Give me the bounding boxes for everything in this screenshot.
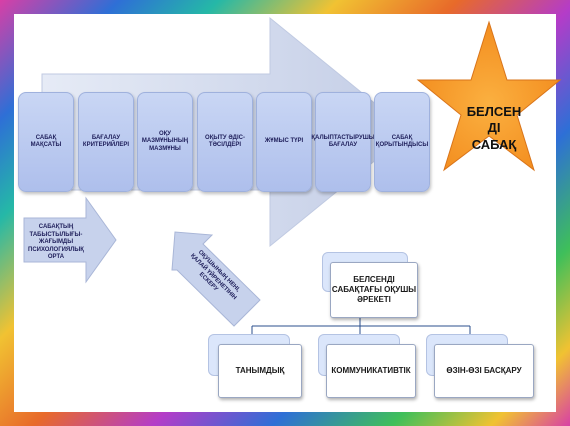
- step-teaching-methods: ОҚЫТУ ӘДІС-ТӘСІЛДЕРІ: [197, 92, 253, 192]
- star-line-2: ДІ: [487, 120, 501, 136]
- up-left-arrow-shape: [171, 231, 261, 327]
- step-learning-objective: САБАҚ МАҚСАТЫ: [18, 92, 74, 192]
- star-shape: [416, 20, 562, 172]
- star-line-1: БЕЛСЕН: [466, 104, 522, 119]
- child-node-cognitive: ТАНЫМДЫҚ: [218, 344, 302, 398]
- step-work-type: ЖҰМЫС ТҮРІ: [256, 92, 312, 192]
- step-content: ОҚУ МАЗМҰНЫНЫҢ МАЗМҰНЫ: [137, 92, 193, 192]
- right-arrow-shape: [23, 196, 117, 284]
- left-arrow-label: САБАҚТЫҢ ТАБЫСТЫЛЫҒЫ-ЖАҒЫМДЫ ПСИХОЛОГИЯЛ…: [28, 224, 84, 260]
- child-node-communicative: КОММУНИКАТИВТІК: [326, 344, 416, 398]
- step-formative-assessment: ҚАЛЫПТАСТЫРУШЫ БАҒАЛАУ: [311, 92, 375, 192]
- step-lesson-summary: САБАҚ ҚОРЫТЫНДЫСЫ: [374, 92, 430, 192]
- child-node-self-management: ӨЗІН-ӨЗІ БАСҚАРУ: [434, 344, 534, 398]
- star-line-3: САБАҚ: [471, 136, 517, 152]
- root-node: БЕЛСЕНДІ САБАҚТАҒЫ ОҚУШЫ ӘРЕКЕТІ: [330, 262, 418, 318]
- star-label: БЕЛСЕН ДІ САБАҚ: [450, 104, 538, 153]
- step-assessment-criteria: БАҒАЛАУ КРИТЕРИЙЛЕРІ: [78, 92, 134, 192]
